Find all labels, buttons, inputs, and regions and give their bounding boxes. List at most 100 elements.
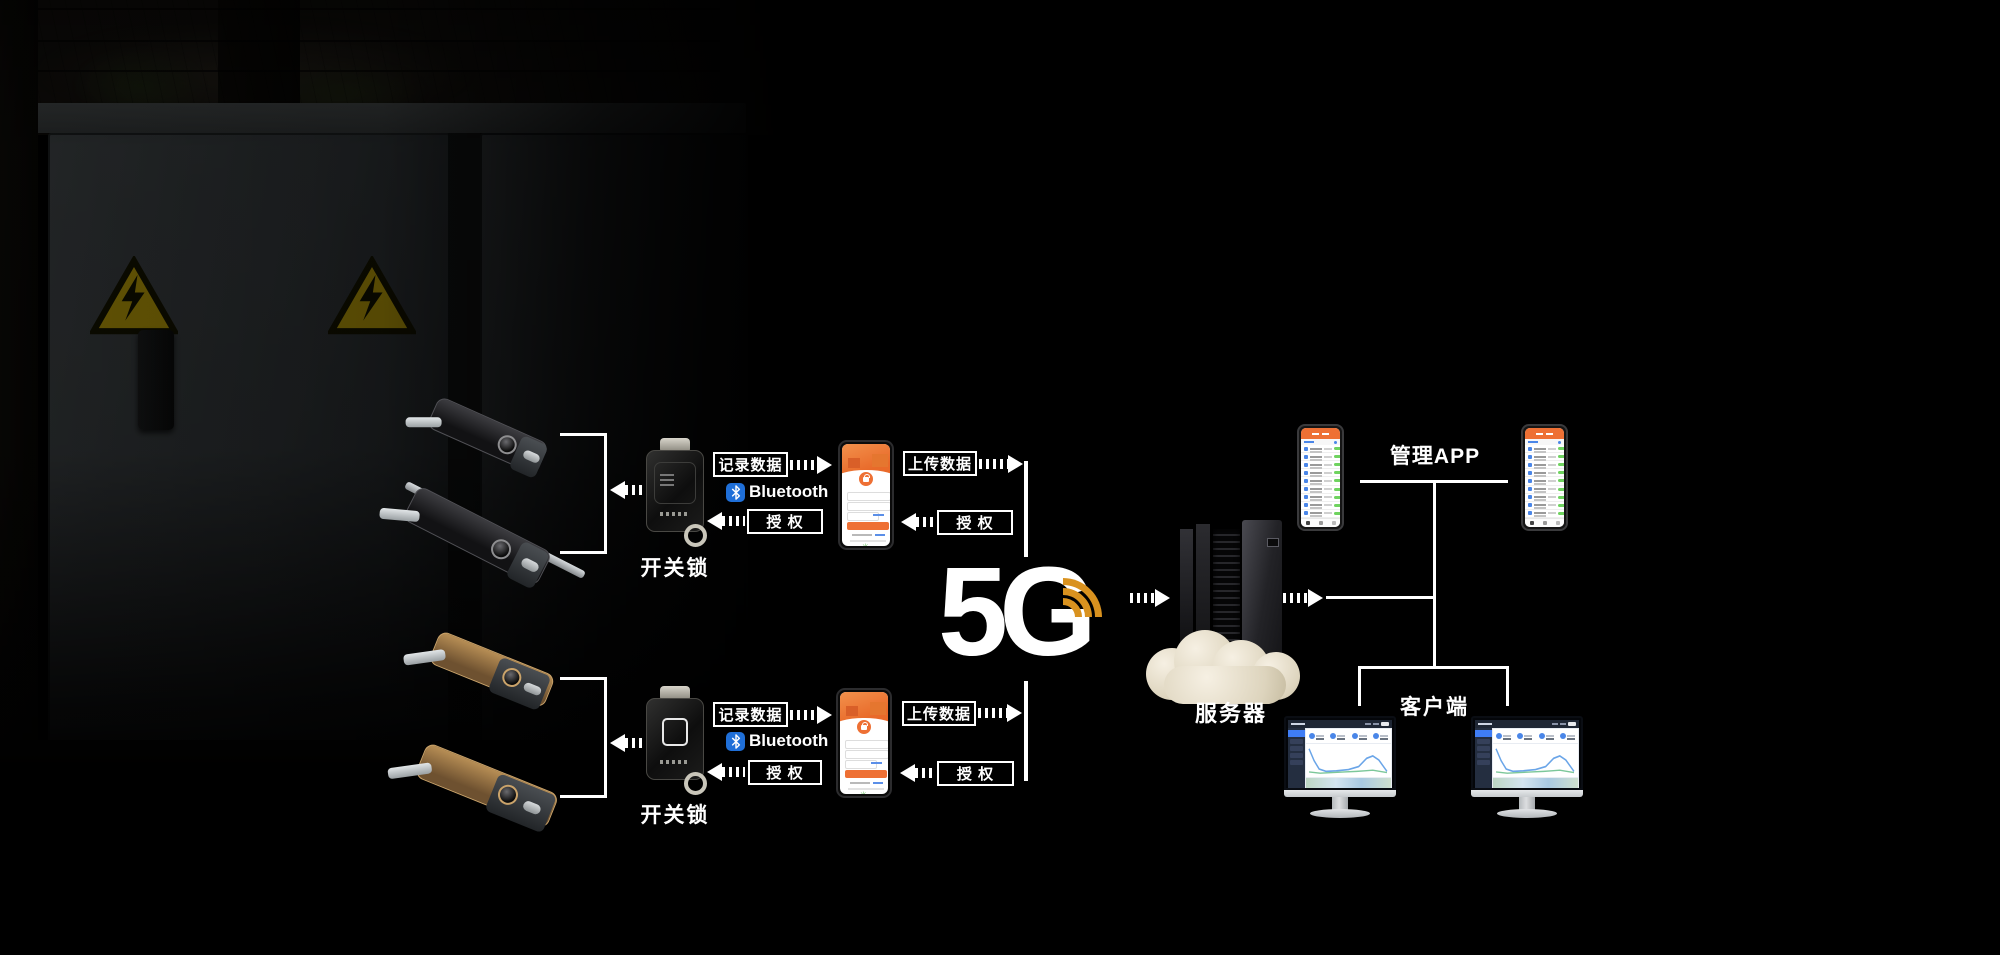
- record-date: [1324, 504, 1332, 507]
- upload-data-label: 上传数据: [903, 451, 977, 476]
- management-phone: [1521, 424, 1568, 531]
- divider: [850, 540, 886, 542]
- bluetooth-icon: [726, 731, 745, 751]
- dashboard-sidebar[interactable]: [1288, 728, 1305, 788]
- monitor-chin: [1471, 790, 1583, 797]
- status-badge: [1558, 495, 1564, 499]
- lock-item-icon: [1304, 462, 1308, 467]
- record-date: [1548, 512, 1556, 515]
- password-field[interactable]: [847, 502, 890, 511]
- lock-record-row[interactable]: [1301, 494, 1340, 502]
- client-bracket: [1358, 666, 1509, 706]
- status-badge: [1558, 487, 1564, 491]
- authorize-label: 授 权: [747, 509, 823, 534]
- code-field[interactable]: [845, 760, 877, 769]
- status-badge: [1334, 447, 1340, 451]
- lock-record-row[interactable]: [1525, 486, 1564, 494]
- code-field[interactable]: [847, 512, 879, 521]
- arrow-auth-to-phone: [901, 513, 935, 531]
- register-link[interactable]: [873, 782, 883, 784]
- sidebar-item[interactable]: [1477, 746, 1490, 751]
- forgot-link[interactable]: [873, 514, 884, 516]
- bluetooth-row: Bluetooth: [726, 482, 828, 502]
- bottom-tab-bar[interactable]: [1301, 518, 1340, 527]
- map-strip: [1306, 778, 1391, 788]
- bottom-tab-bar[interactable]: [1525, 518, 1564, 527]
- record-date: [1324, 463, 1332, 466]
- lock-handle-gold-1: [402, 628, 567, 723]
- login-button[interactable]: [845, 770, 887, 778]
- account-field[interactable]: [847, 492, 890, 501]
- lock-item-icon: [1304, 446, 1308, 451]
- server-label: 服务器: [1194, 701, 1267, 726]
- stat-card: [1351, 733, 1367, 739]
- bluetooth-label: Bluetooth: [749, 731, 829, 750]
- record-date: [1324, 447, 1332, 450]
- monitor-screen: [1284, 716, 1396, 790]
- sidebar-item[interactable]: [1477, 739, 1490, 744]
- account-field[interactable]: [845, 740, 888, 749]
- sidebar-active-item[interactable]: [1288, 730, 1305, 737]
- switch-lock-label: 开关锁: [640, 804, 710, 827]
- lock-record-row[interactable]: [1525, 477, 1564, 486]
- sidebar-item[interactable]: [1477, 753, 1490, 758]
- dashboard-sidebar[interactable]: [1475, 728, 1492, 788]
- lock-record-row[interactable]: [1525, 453, 1564, 462]
- lock-record-row[interactable]: [1301, 461, 1340, 470]
- bluetooth-row: Bluetooth: [726, 731, 828, 751]
- arrow-device-to-locks: [610, 734, 648, 752]
- stat-card: [1496, 733, 1512, 739]
- phone-screen: [1301, 428, 1340, 527]
- management-app-label: 管理APP: [1389, 445, 1481, 468]
- record-text-lines: [1534, 471, 1546, 474]
- lock-record-row[interactable]: [1301, 502, 1340, 510]
- lock-item-icon: [1304, 478, 1308, 483]
- topbar-button[interactable]: [1381, 722, 1389, 726]
- arrow-auth-to-device: [707, 763, 745, 781]
- sidebar-item[interactable]: [1477, 760, 1490, 765]
- stat-icon: [1372, 733, 1379, 739]
- lock-record-row[interactable]: [1301, 453, 1340, 462]
- sidebar-item[interactable]: [1290, 739, 1303, 744]
- record-text-lines: [1534, 447, 1546, 450]
- lock-record-row[interactable]: [1301, 477, 1340, 486]
- lock-record-row[interactable]: [1301, 469, 1340, 478]
- sidebar-item[interactable]: [1290, 760, 1303, 765]
- lock-record-row[interactable]: [1301, 445, 1340, 454]
- lock-record-row[interactable]: [1525, 445, 1564, 454]
- wifi-arcs-icon: [1007, 548, 1122, 673]
- lock-item-icon: [1528, 454, 1532, 459]
- password-field[interactable]: [845, 750, 888, 759]
- client-label: 客户端: [1400, 696, 1469, 719]
- record-text-lines: [1310, 496, 1322, 499]
- device-speaker-dots: [660, 760, 688, 764]
- lock-record-row[interactable]: [1525, 494, 1564, 502]
- record-text-lines: [1534, 504, 1546, 507]
- lock-record-row[interactable]: [1525, 502, 1564, 510]
- lock-record-row[interactable]: [1301, 510, 1340, 518]
- topbar-button[interactable]: [1568, 722, 1576, 726]
- sidebar-item[interactable]: [1290, 746, 1303, 751]
- forgot-link[interactable]: [871, 762, 882, 764]
- login-button[interactable]: [847, 522, 889, 530]
- sidebar-active-item[interactable]: [1475, 730, 1492, 737]
- record-text-lines: [1310, 479, 1322, 482]
- lock-record-row[interactable]: [1301, 486, 1340, 494]
- lock-item-icon: [1528, 495, 1532, 500]
- app-toolbar: [1525, 439, 1564, 445]
- register-link[interactable]: [875, 534, 885, 536]
- lock-record-row[interactable]: [1525, 469, 1564, 478]
- record-date: [1548, 496, 1556, 499]
- arrow-5g-to-server: [1130, 589, 1170, 607]
- client-monitor: [1471, 716, 1585, 820]
- lock-item-icon: [1528, 511, 1532, 516]
- phone-login-app: ✳: [836, 688, 892, 798]
- lock-record-row[interactable]: [1525, 510, 1564, 518]
- sidebar-item[interactable]: [1290, 753, 1303, 758]
- record-date: [1548, 504, 1556, 507]
- stat-icon: [1538, 733, 1545, 739]
- phone-screen: ✳: [842, 444, 890, 546]
- record-text-lines: [1534, 479, 1546, 482]
- lock-record-row[interactable]: [1525, 461, 1564, 470]
